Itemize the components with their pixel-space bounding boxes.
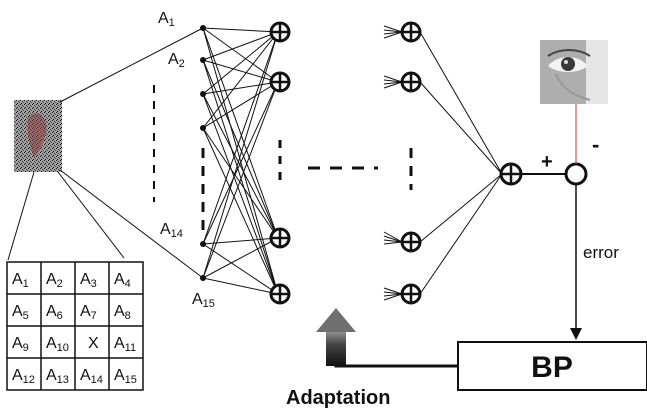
label-a14: A14 xyxy=(160,221,183,240)
image-to-a15-line xyxy=(59,169,204,279)
grid-cell: A13 xyxy=(46,367,69,386)
fan-in-stubs xyxy=(383,25,403,301)
grid-cell: A3 xyxy=(80,271,97,290)
grid-cell: A1 xyxy=(12,271,29,290)
grid-cell: A6 xyxy=(46,303,63,322)
grid-cell: A14 xyxy=(80,367,103,386)
grid-cell: A5 xyxy=(12,303,29,322)
hidden-layer-2 xyxy=(383,21,422,305)
sum-node-icon xyxy=(269,227,291,249)
label-bp: BP xyxy=(531,351,573,384)
hidden-layer-1 xyxy=(269,21,291,305)
sum-node-icon xyxy=(400,231,422,253)
sum-node-icon xyxy=(269,21,291,43)
sum-node-icon xyxy=(400,283,422,305)
adaptation-feedback-line xyxy=(334,352,458,368)
output-sum-node-icon xyxy=(499,162,523,186)
grid-cell: A11 xyxy=(114,335,136,354)
adaptation-up-arrow-icon xyxy=(316,308,356,366)
grid-cell: A8 xyxy=(114,303,131,322)
label-adaptation: Adaptation xyxy=(286,387,390,409)
grid-cell: A12 xyxy=(12,367,35,386)
image-to-grid-left-line xyxy=(7,171,35,261)
bp-box xyxy=(457,341,647,391)
sum-node-icon xyxy=(269,71,291,93)
input-to-hidden-connections xyxy=(202,27,279,295)
grid-cell: A4 xyxy=(114,271,131,290)
image-to-grid-right-line xyxy=(57,171,125,259)
sum-node-icon xyxy=(400,21,422,43)
hidden-to-output-connections xyxy=(419,31,503,295)
comparator-node-icon xyxy=(564,162,588,186)
label-a2: A2 xyxy=(168,51,185,70)
label-plus: + xyxy=(541,151,553,173)
sum-node-icon xyxy=(400,71,422,93)
target-eye-image xyxy=(540,40,608,104)
grid-cell: A15 xyxy=(114,367,137,386)
label-a1: A1 xyxy=(158,10,175,29)
sum-node-icon xyxy=(269,283,291,305)
grid-cell: A9 xyxy=(12,335,29,354)
input-face-image xyxy=(14,100,62,172)
grid-cell: A7 xyxy=(80,303,97,322)
label-minus: - xyxy=(592,132,599,157)
label-a15: A15 xyxy=(192,291,215,310)
grid-cell: A2 xyxy=(46,271,63,290)
grid-cell: X xyxy=(88,335,99,352)
grid-cell: A10 xyxy=(46,335,69,354)
label-error: error xyxy=(583,243,619,262)
image-to-a1-line xyxy=(59,27,204,103)
